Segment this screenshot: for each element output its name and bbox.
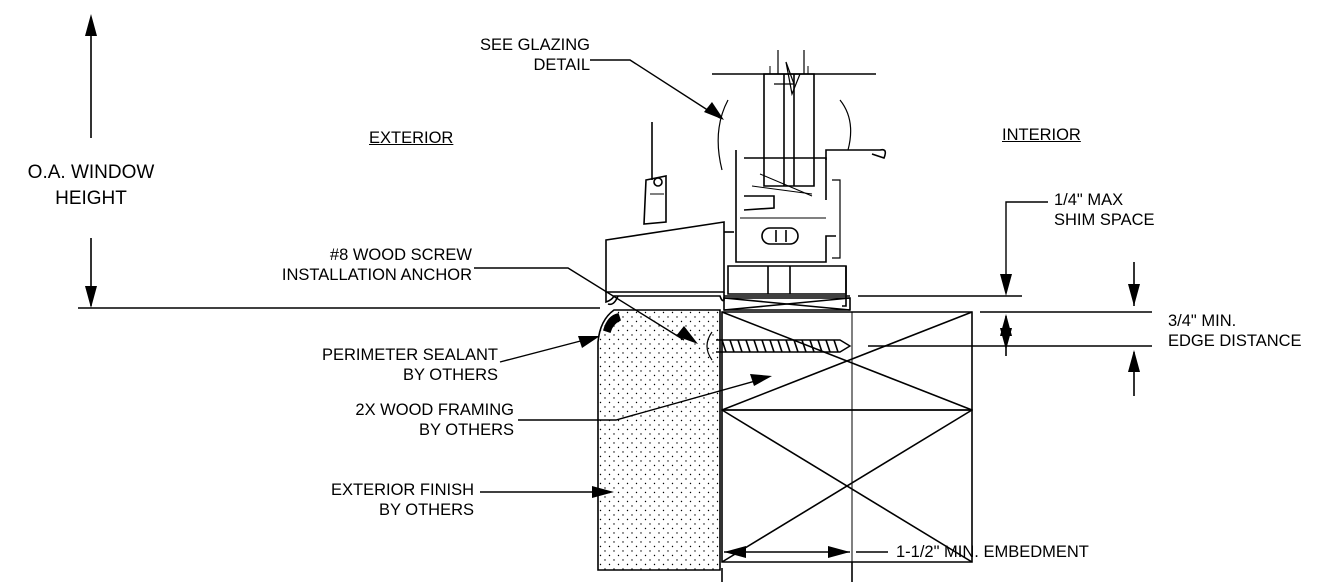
sealant-leader bbox=[500, 338, 592, 362]
oa-height-line-2: HEIGHT bbox=[55, 188, 127, 209]
shim-line-1: 1/4" MAX bbox=[1054, 191, 1124, 209]
window-sill-frame bbox=[606, 150, 885, 306]
embedment-dimension bbox=[722, 552, 888, 582]
arrowheads bbox=[85, 14, 1140, 558]
shim-space-label: 1/4" MAX SHIM SPACE bbox=[1054, 190, 1155, 230]
sealant-line-2: BY OTHERS bbox=[402, 366, 498, 384]
shim-space bbox=[724, 298, 850, 310]
wood-framing-label: 2X WOOD FRAMING BY OTHERS bbox=[270, 400, 514, 440]
see-glazing-line-2: DETAIL bbox=[533, 56, 590, 74]
screw-leader bbox=[474, 268, 684, 340]
shim-dimension bbox=[858, 202, 1048, 296]
wood-screw bbox=[707, 332, 850, 360]
perimeter-sealant bbox=[604, 314, 620, 332]
framing-leader bbox=[518, 378, 766, 420]
framing-line-1: 2X WOOD FRAMING bbox=[355, 401, 514, 419]
wood-screw-line-2: INSTALLATION ANCHOR bbox=[281, 266, 472, 284]
nailing-fin bbox=[644, 122, 666, 224]
glazing-unit bbox=[712, 50, 876, 196]
framing-line-2: BY OTHERS bbox=[418, 421, 514, 439]
wood-framing bbox=[722, 312, 972, 562]
exterior-finish bbox=[598, 310, 720, 570]
see-glazing-line-1: SEE GLAZING bbox=[479, 36, 590, 54]
interior-label: INTERIOR bbox=[1002, 126, 1081, 144]
edge-distance-line-1: 3/4" MIN. bbox=[1168, 312, 1237, 330]
finish-line-1: EXTERIOR FINISH bbox=[330, 481, 474, 499]
sealant-line-1: PERIMETER SEALANT bbox=[321, 346, 498, 364]
finish-line-2: BY OTHERS bbox=[378, 501, 474, 519]
embedment-label: 1-1/2" MIN. EMBEDMENT bbox=[896, 543, 1089, 561]
wood-screw-line-1: #8 WOOD SCREW bbox=[329, 246, 472, 264]
edge-distance-line-2: EDGE DISTANCE bbox=[1168, 332, 1302, 350]
oa-window-height-label: O.A. WINDOW HEIGHT bbox=[14, 160, 168, 212]
glazing-leader bbox=[590, 60, 720, 118]
exterior-finish-label: EXTERIOR FINISH BY OTHERS bbox=[260, 480, 474, 520]
exterior-label: EXTERIOR bbox=[369, 129, 454, 147]
wood-screw-label: #8 WOOD SCREW INSTALLATION ANCHOR bbox=[240, 245, 472, 285]
perimeter-sealant-label: PERIMETER SEALANT BY OTHERS bbox=[240, 345, 498, 385]
shim-line-2: SHIM SPACE bbox=[1054, 211, 1155, 229]
oa-height-line-1: O.A. WINDOW bbox=[27, 162, 155, 183]
see-glazing-label: SEE GLAZING DETAIL bbox=[440, 35, 590, 75]
edge-distance-label: 3/4" MIN. EDGE DISTANCE bbox=[1168, 311, 1302, 351]
